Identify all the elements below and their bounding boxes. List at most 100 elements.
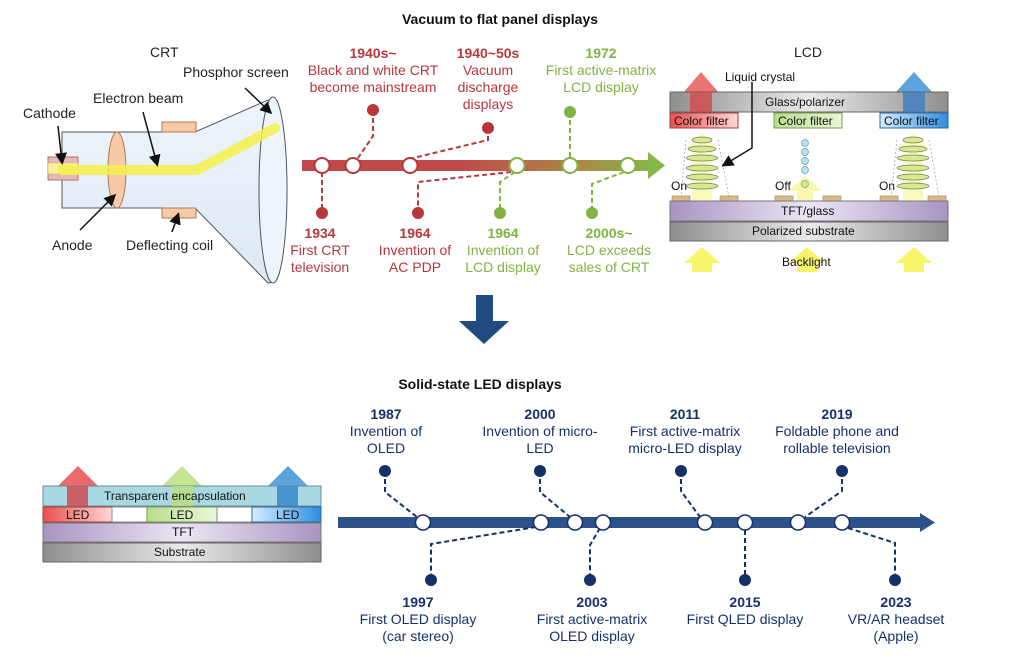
electron-beam-label: Electron beam (93, 90, 184, 106)
green-filter-label: Color filter (778, 114, 833, 128)
milestone-2000s (619, 157, 637, 174)
blue-led-label: LED (276, 508, 300, 522)
lower-timeline (338, 465, 935, 586)
connector-1940-50s (412, 128, 489, 159)
event-1934: 1934 First CRT television (290, 225, 350, 276)
dot-1940s (367, 104, 379, 116)
upper-timeline (302, 104, 665, 219)
event-2015: 2015 First QLED display (687, 594, 804, 628)
event-year: 2019 (821, 406, 853, 422)
event-text: First active-matrix (629, 423, 741, 439)
event-text: discharge (457, 79, 519, 95)
event-1964-lcd: 1964 Invention of LCD display (465, 225, 540, 276)
connector-2000s (591, 171, 625, 213)
dot-2000s (586, 207, 598, 219)
event-1940s: 1940s~ Black and white CRT become mainst… (308, 45, 438, 96)
dot-1997 (425, 574, 437, 586)
dot-1964-lcd (494, 207, 506, 219)
tft-layer (42, 522, 322, 543)
connector-2003 (589, 527, 601, 580)
connector-1964-lcd (499, 171, 516, 213)
green-led-label: LED (170, 508, 194, 522)
event-2023: 2023 VR/AR headset (Apple) (848, 594, 945, 645)
phosphor-screen-label: Phosphor screen (183, 64, 289, 80)
liquid-crystal-label: Liquid crystal (725, 70, 796, 84)
event-text: sales of CRT (568, 259, 650, 275)
event-text: First active-matrix (545, 62, 657, 78)
upper-timeline-arrowhead (648, 152, 665, 179)
deflecting-coil-bottom (161, 207, 197, 219)
event-text: LCD display (465, 259, 541, 275)
liquid-crystal-pointer (721, 82, 753, 167)
connector-2023 (847, 527, 896, 580)
on-label-left: On (671, 179, 688, 193)
lower-timeline-arrowhead (920, 513, 935, 532)
event-text: AC PDP (388, 259, 442, 275)
blue-emission-arrow (268, 466, 308, 486)
backlight-arrow-middle (789, 247, 825, 272)
milestone-2023 (833, 514, 851, 531)
event-2000: 2000 Invention of micro- LED (482, 406, 597, 457)
event-year: 1972 (585, 45, 617, 61)
dot-1934 (316, 207, 328, 219)
glass-polarizer-label: Glass/polarizer (765, 95, 846, 109)
event-text: rollable television (783, 440, 891, 456)
backlight-arrow-right (896, 247, 932, 272)
polarized-substrate-layer (669, 221, 949, 242)
crt-title: CRT (150, 44, 179, 60)
electron-beam (57, 123, 280, 175)
substrate-layer (42, 542, 322, 563)
green-color-filter (773, 112, 843, 129)
event-1987: 1987 Invention of OLED (350, 406, 422, 457)
bottom-section-title: Solid-state LED displays (398, 376, 562, 392)
cathode-label: Cathode (23, 105, 76, 121)
lcd-title: LCD (794, 44, 823, 60)
event-text: (car stereo) (382, 628, 454, 644)
milestone-2000 (566, 514, 584, 531)
event-2003: 2003 First active-matrix OLED display (537, 594, 647, 645)
substrate-label: Substrate (154, 545, 206, 559)
blue-filter-label: Color filter (884, 114, 939, 128)
event-text: Invention of (378, 242, 452, 258)
off-label: Off (775, 179, 791, 193)
green-emission-arrow (162, 466, 202, 486)
dot-2000 (534, 465, 546, 477)
milestone-1997-2000 (532, 514, 550, 531)
milestone-1934 (313, 157, 331, 174)
lower-timeline-bar (338, 517, 923, 528)
event-text: OLED (366, 440, 406, 456)
polarized-substrate-label: Polarized substrate (752, 224, 855, 238)
glass-polarizer-bar (669, 91, 949, 113)
lcd-diagram (669, 72, 949, 272)
event-1940-50s: 1940~50s Vacuum discharge displays (457, 45, 520, 113)
top-section-title: Vacuum to flat panel displays (401, 11, 599, 27)
lc-pixel-on-right (890, 133, 940, 200)
dot-1940-50s (482, 122, 494, 134)
event-text: micro-LED display (628, 440, 742, 456)
dot-2003 (584, 574, 596, 586)
connector-1987 (384, 471, 418, 518)
dot-2011 (675, 465, 687, 477)
backlight-arrow-left (684, 247, 720, 272)
milestone-1964 (508, 157, 526, 174)
event-1997: 1997 First OLED display (car stereo) (360, 594, 477, 645)
red-led-label: LED (66, 508, 90, 522)
event-text: LCD exceeds (566, 242, 652, 258)
event-text: First active-matrix (536, 611, 648, 627)
event-text: Invention of (466, 242, 540, 258)
event-text: Vacuum (462, 62, 514, 78)
event-year: 2023 (880, 594, 912, 610)
tft-glass-label: TFT/glass (781, 204, 835, 218)
event-text: LED (526, 440, 554, 456)
event-year: 2000 (524, 406, 556, 422)
event-text: Invention of (349, 423, 423, 439)
event-1964-pdp: 1964 Invention of AC PDP (379, 225, 451, 276)
tft-label: TFT (172, 525, 194, 539)
event-text: OLED display (549, 628, 635, 644)
event-year: 1940~50s (456, 45, 520, 61)
event-text: First OLED display (359, 611, 477, 627)
event-year: 1964 (487, 225, 519, 241)
event-text: Black and white CRT (307, 62, 439, 78)
phosphor-screen (258, 96, 288, 284)
